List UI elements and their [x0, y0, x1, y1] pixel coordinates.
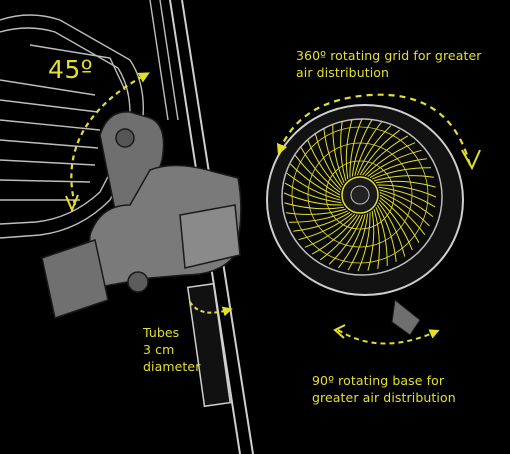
- fan-blade: [340, 121, 347, 182]
- fan-blade: [320, 214, 361, 261]
- fan-grid-ring: [325, 160, 395, 230]
- fan-blade: [286, 173, 341, 201]
- fan-blade: [347, 213, 369, 271]
- fan-blade: [379, 194, 426, 235]
- fan-blade: [364, 142, 416, 177]
- fan-blade: [283, 192, 343, 206]
- fan-blade: [311, 214, 358, 255]
- base-rotation-arrow-icon: [333, 324, 440, 345]
- fan-blade: [378, 199, 413, 251]
- fan-blade: [373, 175, 434, 182]
- fan-blade: [349, 118, 363, 178]
- fan-blade: [290, 163, 341, 199]
- base-rotation-label: 90º rotating base for greater air distri…: [312, 373, 456, 405]
- fan-blade: [293, 211, 351, 232]
- fan-blade: [284, 182, 342, 204]
- fan-blade: [357, 212, 371, 272]
- fan-blade: [304, 213, 356, 248]
- fan-blade: [378, 186, 436, 208]
- angle-arrow-icon: [65, 72, 150, 213]
- fan-blade: [371, 167, 432, 180]
- fan-blade: [376, 204, 397, 262]
- tube-diameter-label: Tubes 3 cm diameter: [143, 325, 201, 374]
- fan-blade: [314, 133, 342, 188]
- fan-blade: [323, 128, 344, 186]
- fan-blade: [367, 149, 422, 177]
- fan-grid-ring: [291, 126, 429, 264]
- fan-blades: [283, 118, 437, 272]
- fan-blade: [354, 121, 382, 176]
- fan-blade: [367, 210, 375, 271]
- fan-blade: [356, 125, 392, 176]
- fan-blade: [379, 189, 434, 217]
- fan-blade: [345, 119, 353, 180]
- fan-blade: [300, 146, 341, 193]
- fan-blade: [373, 208, 380, 269]
- fan-grid-ring: [307, 142, 413, 248]
- fan-blade: [379, 191, 430, 227]
- fan-blade: [298, 213, 353, 241]
- fan-blade: [379, 197, 420, 244]
- fan-blade: [284, 202, 345, 210]
- fan-blade: [369, 158, 427, 179]
- tube-rotation-arrow-icon: [189, 301, 233, 317]
- fan-blade: [307, 139, 342, 191]
- fan-illustration: [266, 104, 464, 336]
- angle-label: 45º: [48, 55, 94, 84]
- grid-rotation-arrow-icon: [276, 93, 481, 171]
- fan-blade: [351, 119, 373, 177]
- fan-blade: [338, 214, 366, 269]
- grid-rotation-label: 360º rotating grid for greater air distr…: [296, 48, 482, 80]
- fan-blade: [378, 202, 406, 257]
- fan-blade: [375, 206, 388, 267]
- fan-blade: [332, 123, 345, 184]
- fan-blade: [294, 155, 341, 196]
- fan-blade: [328, 214, 364, 265]
- fan-blade: [288, 210, 349, 223]
- clamp-illustration: [41, 111, 242, 319]
- fan-blade: [362, 135, 409, 176]
- fan-blade: [286, 208, 347, 215]
- fan-blade: [377, 184, 437, 198]
- stroller-frame: [0, 0, 179, 239]
- fan-blade: [375, 180, 436, 188]
- fan-blade: [359, 129, 400, 176]
